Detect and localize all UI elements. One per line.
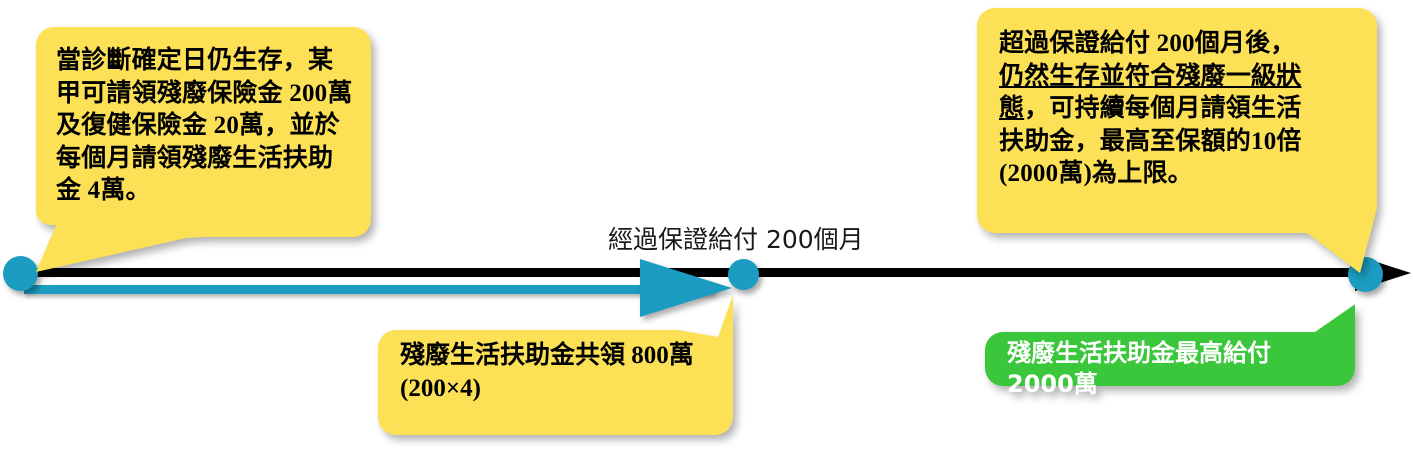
callout-left-text: 當診斷確定日仍生存，某甲可請領殘廢保險金 200萬及復健保險金 20萬，並於每個…	[56, 47, 353, 204]
callout-right-line-3-rest: ，可持續每個月請領生活	[1024, 95, 1302, 122]
callout-right-line-5: (2000萬)為上限。	[999, 160, 1193, 187]
timeline-caption: 經過保證給付 200個月	[608, 225, 864, 254]
callout-mid-line-1: 殘廢生活扶助金共領 800萬	[400, 342, 694, 369]
guarantee-period-arrowhead	[640, 259, 732, 317]
callout-mid-line-2: (200×4)	[400, 374, 481, 402]
callout-left-shape	[36, 27, 371, 272]
guarantee-period-bar	[24, 285, 714, 294]
callout-mid-text: 殘廢生活扶助金共領 800萬 (200×4)	[378, 295, 733, 405]
timeline-node-guarantee-end	[728, 259, 759, 290]
callout-max-living-allowance: 殘廢生活扶助金最高給付 2000萬	[985, 296, 1355, 398]
callout-mid-shape	[378, 295, 733, 435]
callout-beyond-guarantee: 超過保證給付 200個月後， 仍然生存並符合殘廢一級狀態，可持續每個月請領生活扶助…	[977, 8, 1377, 273]
callout-right-shape	[977, 8, 1377, 273]
callout-right-line-4: 扶助金，最高至保額的10倍	[999, 127, 1302, 155]
timeline-axis	[24, 268, 1386, 277]
callout-right-line-3-underlined: 態	[999, 95, 1025, 122]
callout-diagnosis-benefits: 當診斷確定日仍生存，某甲可請領殘廢保險金 200萬及復健保險金 20萬，並於每個…	[36, 27, 371, 272]
callout-right-line-2b: 符合殘廢一級狀	[1125, 62, 1302, 90]
callout-total-living-allowance: 殘廢生活扶助金共領 800萬 (200×4)	[378, 295, 733, 435]
callout-right-line-2a: 仍然生存並	[999, 62, 1126, 90]
callout-right-text: 超過保證給付 200個月後， 仍然生存並符合殘廢一級狀態，可持續每個月請領生活扶助…	[977, 8, 1377, 191]
callout-green-shape	[985, 304, 1355, 386]
timeline-node-start	[3, 256, 38, 291]
callout-right-line-1: 超過保證給付 200個月後，	[999, 30, 1296, 57]
callout-green-text: 殘廢生活扶助金最高給付 2000萬	[1007, 339, 1280, 399]
